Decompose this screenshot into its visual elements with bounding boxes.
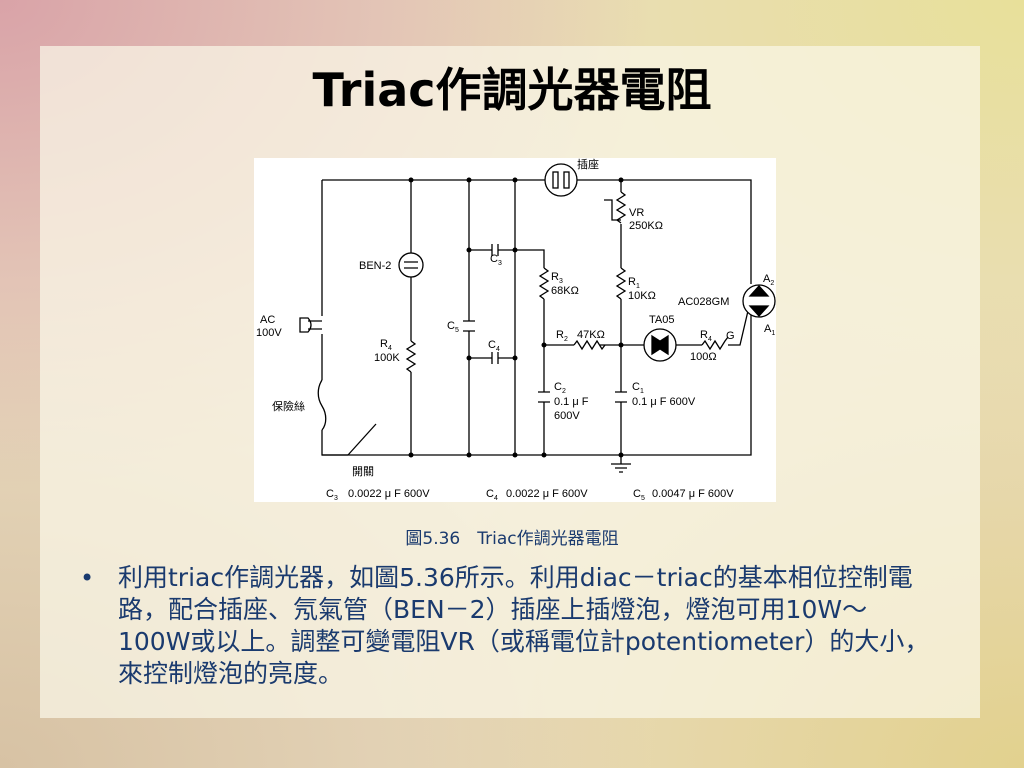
label-c3: C3 <box>490 253 502 267</box>
resistor-r3 <box>538 267 550 300</box>
capacitor-c5 <box>463 320 475 332</box>
wire-c-network <box>468 180 516 455</box>
label-c5: C5 <box>447 320 459 334</box>
footer-c4-label: C4 <box>486 488 498 502</box>
vr-wiper <box>604 199 621 221</box>
junction-dots <box>408 177 624 458</box>
label-c2-value1: 0.1 μ F <box>554 396 589 408</box>
wire-fuse-switch <box>321 430 348 456</box>
label-a1: A1 <box>764 323 775 337</box>
label-diac: TA05 <box>649 314 674 326</box>
bullet-text: 利用triac作調光器，如圖5.36所示。利用diac－triac的基本相位控制… <box>118 563 930 688</box>
label-ac-voltage: 100V <box>256 327 282 339</box>
capacitor-c4 <box>491 352 499 364</box>
capacitor-c2 <box>538 391 550 403</box>
label-r1-value: 10KΩ <box>628 290 656 302</box>
label-vr: VR <box>629 207 644 219</box>
footer-c4-value: 0.0022 μ F 600V <box>506 488 588 500</box>
footer-c3-label: C3 <box>326 488 338 502</box>
label-gate: G <box>726 330 735 342</box>
wire-gate <box>728 297 752 346</box>
label-r2: R2 <box>556 329 568 343</box>
label-a2: A2 <box>763 273 774 287</box>
wire-bottom-rail <box>322 296 752 456</box>
wire-top-rail <box>322 179 752 284</box>
label-ben2: BEN-2 <box>359 260 391 272</box>
label-ac: AC <box>260 314 275 326</box>
bullet-item: • 利用triac作調光器，如圖5.36所示。利用diac－triac的基本相位… <box>80 562 930 690</box>
footer-c3-value: 0.0022 μ F 600V <box>348 488 430 500</box>
label-r4a-value: 100K <box>374 352 400 364</box>
label-triac: AC028GM <box>678 296 729 308</box>
label-r1: R1 <box>628 276 640 290</box>
label-c4: C4 <box>488 339 500 353</box>
label-c1: C1 <box>632 381 644 395</box>
neon-lamp-ben2 <box>398 252 424 278</box>
fuse-symbol <box>317 379 327 431</box>
label-fuse: 保險絲 <box>272 399 305 413</box>
figure-caption: 圖5.36 Triac作調光器電阻 <box>405 529 619 549</box>
ac-plug <box>299 317 322 333</box>
label-r4a: R4 <box>380 338 392 352</box>
label-r3: R3 <box>551 271 563 285</box>
socket-symbol <box>544 163 578 197</box>
wire-r3 <box>514 180 545 268</box>
bullet-dot-icon: • <box>80 564 95 592</box>
label-c2-value2: 600V <box>554 410 580 422</box>
label-r2-value: 47KΩ <box>577 329 605 341</box>
label-socket: 插座 <box>577 158 599 171</box>
slide-title: Triac作調光器電阻 <box>312 63 712 117</box>
circuit-diagram: 插座 VR 250KΩ BEN-2 C3 R3 68KΩ R1 10KΩ A2 … <box>254 158 776 502</box>
label-vr-value: 250KΩ <box>629 220 663 232</box>
resistor-r4a <box>405 340 417 373</box>
diac-ta05 <box>643 328 677 362</box>
resistor-r1 <box>615 267 627 300</box>
triac-ac028gm <box>742 284 776 318</box>
resistor-r2 <box>573 339 606 351</box>
footer-c5-value: 0.0047 μ F 600V <box>652 488 734 500</box>
resistor-r4b <box>701 336 729 351</box>
label-c2: C2 <box>554 381 566 395</box>
label-r4b: R4 <box>700 329 712 343</box>
ground-symbol <box>611 455 631 473</box>
switch-blade <box>347 423 377 456</box>
capacitor-c3 <box>491 244 499 256</box>
label-c1-value: 0.1 μ F 600V <box>632 396 696 408</box>
capacitor-c1 <box>615 391 627 403</box>
footer-c5-label: C5 <box>633 488 645 502</box>
label-r3-value: 68KΩ <box>551 285 579 297</box>
label-switch: 開關 <box>352 465 374 478</box>
label-r4b-value: 100Ω <box>690 351 717 363</box>
resistor-vr <box>615 191 627 224</box>
